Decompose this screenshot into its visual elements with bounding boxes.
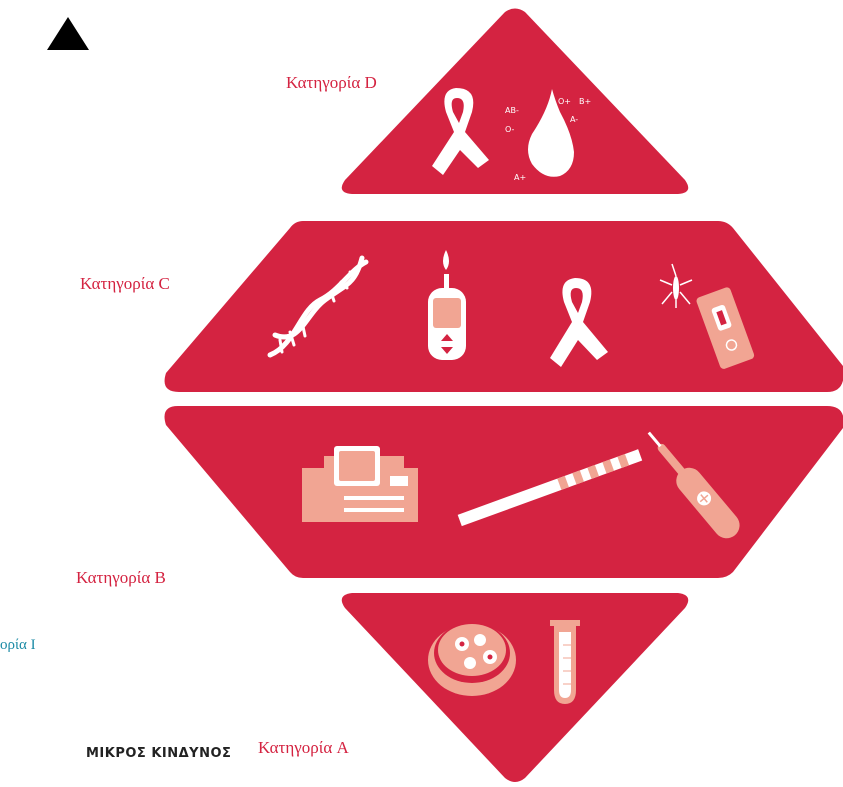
- blood-type-o-neg: O-: [505, 125, 515, 134]
- blood-type-a-neg: A-: [570, 115, 578, 124]
- blood-type-o-pos: O+: [558, 97, 571, 106]
- blood-type-b-pos: B+: [579, 97, 591, 106]
- blood-drop-icon: [528, 89, 574, 177]
- blood-type-ab-neg: AB-: [505, 106, 519, 115]
- mosquito-icon: [659, 263, 693, 308]
- analyzer-machine-icon: [302, 446, 418, 522]
- petri-dish-icon: [428, 623, 516, 696]
- awareness-ribbon-icon-d: [432, 88, 489, 175]
- rapid-test-cassette-icon: [696, 287, 755, 369]
- category-partial-label: ορία I: [0, 637, 36, 653]
- digital-thermometer-icon: [647, 431, 740, 539]
- category-c-label: Κατηγορία C: [80, 274, 170, 293]
- blood-type-a-pos: A+: [514, 173, 526, 182]
- category-a-label: Κατηγορία A: [258, 738, 349, 757]
- category-b-label: Κατηγορία B: [76, 568, 166, 587]
- up-arrow-icon: [47, 17, 89, 50]
- glucose-meter-icon: [428, 250, 466, 360]
- category-b-tier: [164, 406, 843, 578]
- test-tube-icon: [550, 620, 580, 704]
- category-c-tier: [164, 221, 843, 392]
- category-a-tier: [341, 593, 689, 782]
- awareness-ribbon-icon-c: [550, 278, 608, 367]
- urine-test-strip-icon: [457, 449, 643, 527]
- category-d-label: Κατηγορία D: [286, 73, 377, 92]
- dna-helix-icon: [267, 255, 369, 358]
- risk-level-label: ΜΙΚΡΟΣ ΚΙΝΔΥΝΟΣ: [86, 746, 232, 761]
- category-d-tier: [341, 8, 689, 194]
